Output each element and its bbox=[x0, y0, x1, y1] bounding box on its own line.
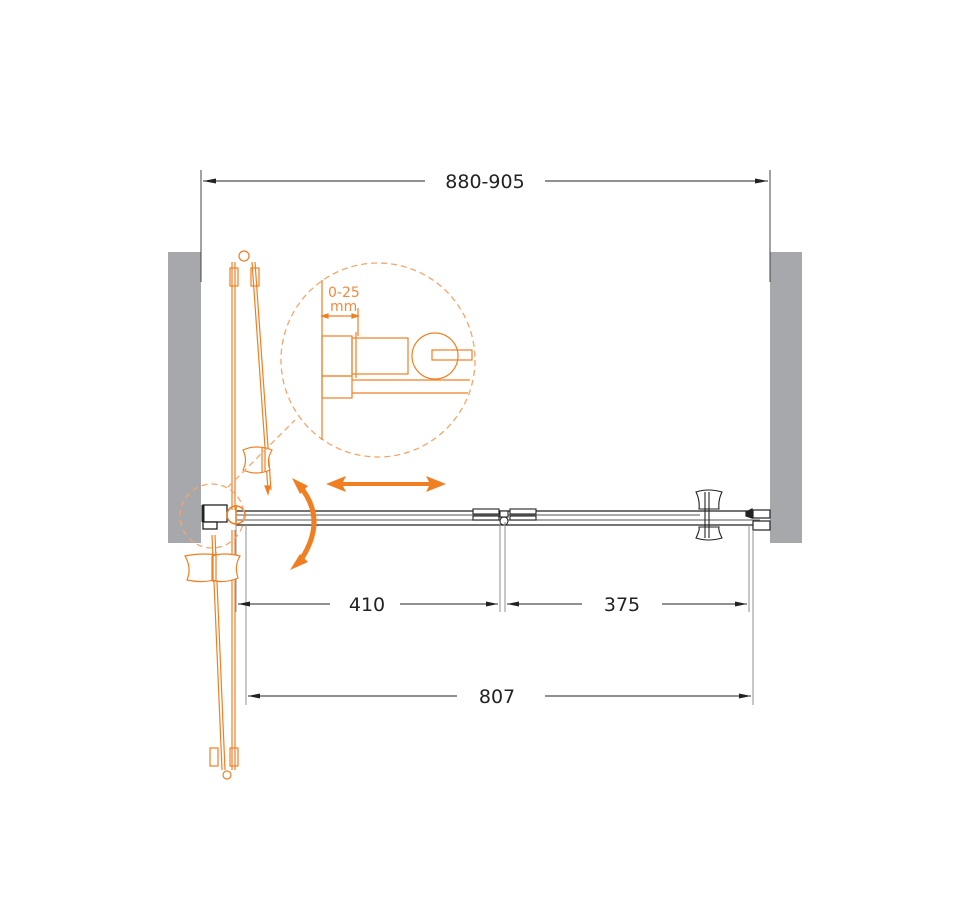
left-wall-profile bbox=[201, 504, 228, 530]
center-connector bbox=[472, 508, 537, 526]
detail-leader-line bbox=[227, 419, 296, 488]
right-wall bbox=[770, 252, 802, 543]
overall-width-label: 880-905 bbox=[445, 171, 524, 193]
dimension-375 bbox=[507, 601, 747, 607]
swing-direction-icon bbox=[290, 478, 317, 570]
swing-door-open-down bbox=[184, 530, 241, 780]
adjustment-unit-label: mm bbox=[330, 299, 357, 315]
left-wall bbox=[168, 252, 201, 543]
detail-callout-small bbox=[179, 483, 245, 549]
hinge-pivot bbox=[226, 505, 246, 525]
swing-door-open-up bbox=[229, 250, 273, 510]
detail-enlargement: 0-25 mm bbox=[280, 262, 476, 458]
fixed-segment-label: 410 bbox=[349, 594, 385, 616]
dimension-overall-width bbox=[200, 170, 771, 282]
extension-lines bbox=[235, 522, 754, 705]
sliding-segment-label: 375 bbox=[604, 594, 640, 616]
dimension-807 bbox=[248, 693, 751, 699]
slide-direction-icon bbox=[326, 476, 446, 492]
sliding-door-handle bbox=[695, 489, 723, 541]
dimension-410 bbox=[238, 601, 498, 607]
right-wall-profile bbox=[745, 508, 771, 531]
total-glass-label: 807 bbox=[479, 686, 515, 708]
adjustment-value-label: 0-25 bbox=[328, 285, 360, 301]
